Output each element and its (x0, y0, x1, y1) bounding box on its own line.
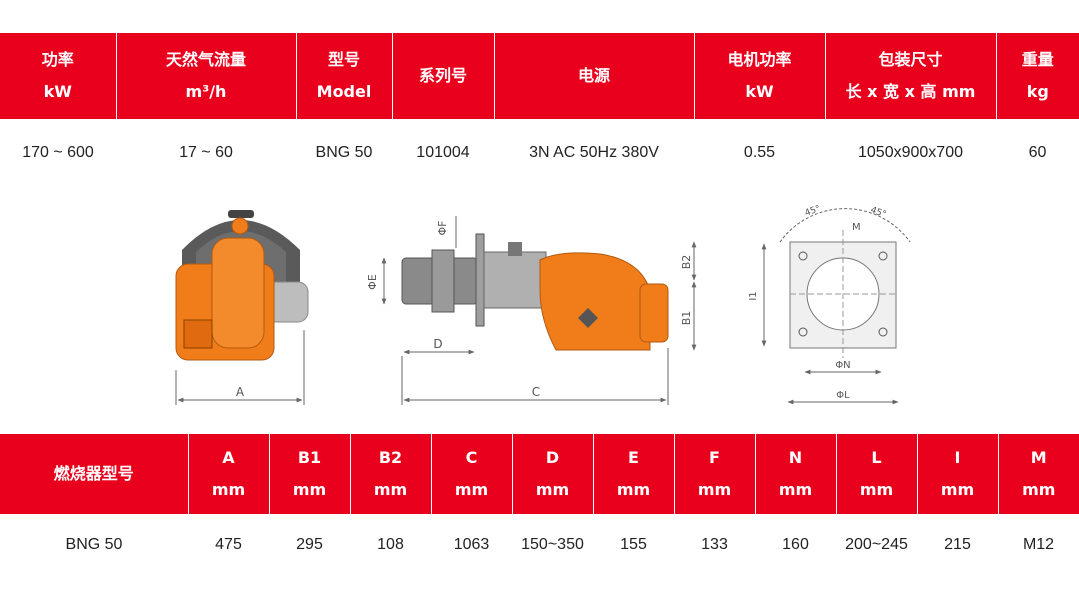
cell-m: M12 (1022, 536, 1055, 553)
header-series: 系列号 (391, 33, 494, 119)
cell-a: 475 (215, 536, 242, 553)
cell-weight: 60 (1028, 144, 1047, 161)
cell-f: 133 (701, 536, 728, 553)
label-f: ΦF (436, 221, 449, 236)
cell-d: 150~350 (521, 536, 584, 553)
label-angle-1: 45° (804, 204, 822, 219)
label-b2: B2 (680, 255, 693, 270)
specs-data-row: 170 ~ 600 17 ~ 60 BNG 50 101004 3N AC 50… (0, 119, 1079, 187)
label-d: D (433, 337, 442, 351)
label-angle-2: 45° (869, 205, 887, 220)
dimensions-data-row: BNG 50 475 295 108 1063 150~350 155 133 … (0, 514, 1079, 576)
side-view: C D ΦE ΦF B2 B1 (366, 216, 697, 405)
burner-dimension-drawing: A C D ΦE ΦF B2 B1 45° 4 (175, 204, 911, 405)
cell-series: 101004 (416, 144, 470, 161)
cell-c: 1063 (453, 536, 490, 553)
label-m: M (852, 222, 861, 233)
cell-package-size: 1050x900x700 (858, 144, 963, 161)
cell-burner-model: BNG 50 (65, 536, 123, 553)
label-n: ΦN (835, 360, 850, 371)
cell-gas-flow: 17 ~ 60 (179, 144, 233, 161)
front-view: A (175, 210, 309, 405)
flange-view: 45° 45° M ΦN ΦL I1 (748, 204, 911, 405)
label-a: A (236, 385, 245, 399)
label-b1: B1 (680, 311, 693, 326)
cell-power: 170 ~ 600 (22, 144, 94, 161)
label-i: I1 (748, 291, 759, 300)
cell-b1: 295 (296, 536, 323, 553)
header-burner-model: 燃烧器型号 (0, 434, 188, 514)
cell-motor-power: 0.55 (743, 144, 776, 161)
cell-n: 160 (782, 536, 809, 553)
cell-power-supply: 3N AC 50Hz 380V (529, 144, 659, 161)
cell-e: 155 (620, 536, 647, 553)
cell-b2: 108 (377, 536, 404, 553)
header-power-supply: 电源 (493, 33, 694, 119)
label-l: ΦL (836, 390, 850, 401)
label-c: C (532, 385, 540, 399)
cell-i: 215 (944, 536, 971, 553)
label-e: ΦE (366, 274, 379, 290)
header-package-size: 包装尺寸长 x 宽 x 高 mm (824, 33, 996, 119)
cell-l: 200~245 (845, 536, 908, 553)
cell-model: BNG 50 (315, 144, 373, 161)
